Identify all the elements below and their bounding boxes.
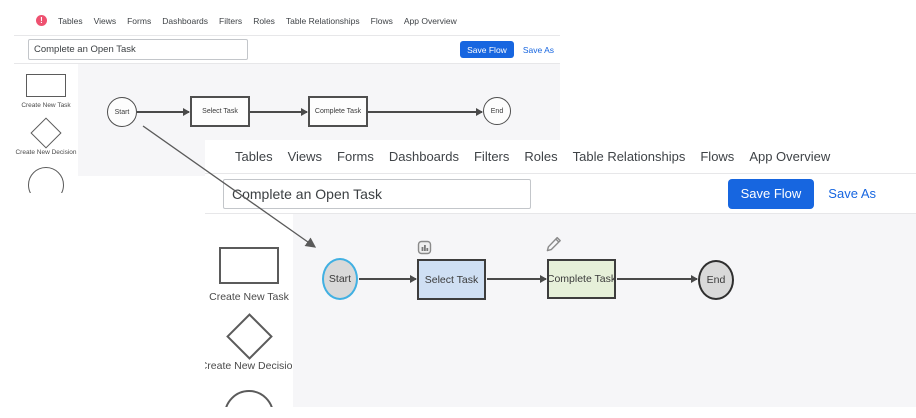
nav-item-views[interactable]: Views [93, 15, 117, 26]
bar-chart-icon[interactable] [417, 240, 432, 260]
nav-item-flows[interactable]: Flows [370, 15, 393, 26]
flow-connector [359, 275, 417, 282]
flow-connector [487, 275, 547, 282]
nav-item-flows[interactable]: Flows [700, 149, 735, 164]
nav-item-table-relationships[interactable]: Table Relationships [572, 149, 686, 164]
create-decision-label: Create New Decision [15, 149, 77, 156]
pencil-icon[interactable] [544, 234, 564, 259]
flow-editor-body: Create New Task Create New Decision Star… [205, 214, 916, 407]
create-decision-shape[interactable] [225, 313, 273, 360]
flow-toolbar: Save Flow Save As [205, 174, 916, 214]
flow-builder-large-view: Tables Views Forms Dashboards Filters Ro… [205, 140, 916, 407]
nav-item-tables[interactable]: Tables [58, 15, 83, 26]
flow-connector [137, 108, 190, 115]
flow-canvas: Start Select Task C [293, 214, 916, 407]
create-task-label: Create New Task [209, 291, 289, 303]
create-decision-shape[interactable] [30, 117, 62, 149]
flow-connector [250, 108, 308, 115]
flow-node-start[interactable]: Start [107, 97, 137, 127]
shape-palette-sidebar: Create New Task Create New Decision [14, 64, 78, 193]
nav-item-table-relationships[interactable]: Table Relationships [285, 15, 360, 26]
nav-item-roles[interactable]: Roles [253, 15, 275, 26]
toolbar-actions: Save Flow Save As [727, 178, 876, 209]
flow-toolbar: Save Flow Save As [14, 36, 560, 64]
alert-icon: ! [36, 15, 47, 26]
create-task-shape[interactable] [219, 247, 279, 284]
toolbar-actions: Save Flow Save As [460, 41, 554, 58]
flow-connector [368, 108, 483, 115]
create-task-label: Create New Task [21, 102, 71, 109]
flow-name-input[interactable] [28, 39, 248, 60]
save-flow-button[interactable]: Save Flow [727, 178, 815, 209]
flow-node-end[interactable]: End [483, 97, 511, 125]
nav-item-roles[interactable]: Roles [524, 149, 558, 164]
flow-node-end[interactable]: End [698, 260, 734, 300]
nav-item-app-overview[interactable]: App Overview [403, 15, 457, 26]
flow-connector [617, 275, 698, 282]
save-as-button[interactable]: Save As [522, 44, 554, 55]
circle-shape[interactable] [28, 167, 64, 193]
nav-item-filters[interactable]: Filters [219, 15, 243, 26]
nav-item-dashboards[interactable]: Dashboards [162, 15, 209, 26]
circle-shape[interactable] [224, 390, 274, 407]
create-decision-label: Create New Decision [205, 360, 293, 372]
flow-node-complete-task[interactable]: Complete Task [308, 96, 368, 127]
nav-item-forms[interactable]: Forms [337, 149, 374, 164]
flow-name-input[interactable] [223, 178, 531, 209]
flow-builder-small-view: ! Tables Views Forms Dashboards Filters … [14, 6, 560, 193]
nav-item-dashboards[interactable]: Dashboards [388, 149, 459, 164]
nav-item-views[interactable]: Views [287, 149, 323, 164]
flow-node-select-task[interactable]: Select Task [190, 96, 250, 127]
create-task-shape[interactable] [26, 74, 66, 97]
flow-node-start[interactable]: Start [322, 258, 358, 300]
flow-node-complete-task[interactable]: Complete Task [547, 259, 616, 299]
app-navbar: Tables Views Forms Dashboards Filters Ro… [205, 140, 916, 174]
shape-palette-sidebar: Create New Task Create New Decision [205, 214, 293, 407]
save-as-button[interactable]: Save As [828, 186, 876, 201]
save-flow-button[interactable]: Save Flow [460, 41, 514, 58]
flow-node-select-task[interactable]: Select Task [417, 259, 486, 300]
app-navbar: ! Tables Views Forms Dashboards Filters … [14, 6, 560, 36]
nav-item-app-overview[interactable]: App Overview [749, 149, 831, 164]
nav-item-forms[interactable]: Forms [127, 15, 152, 26]
nav-item-filters[interactable]: Filters [473, 149, 510, 164]
nav-item-tables[interactable]: Tables [235, 149, 273, 164]
